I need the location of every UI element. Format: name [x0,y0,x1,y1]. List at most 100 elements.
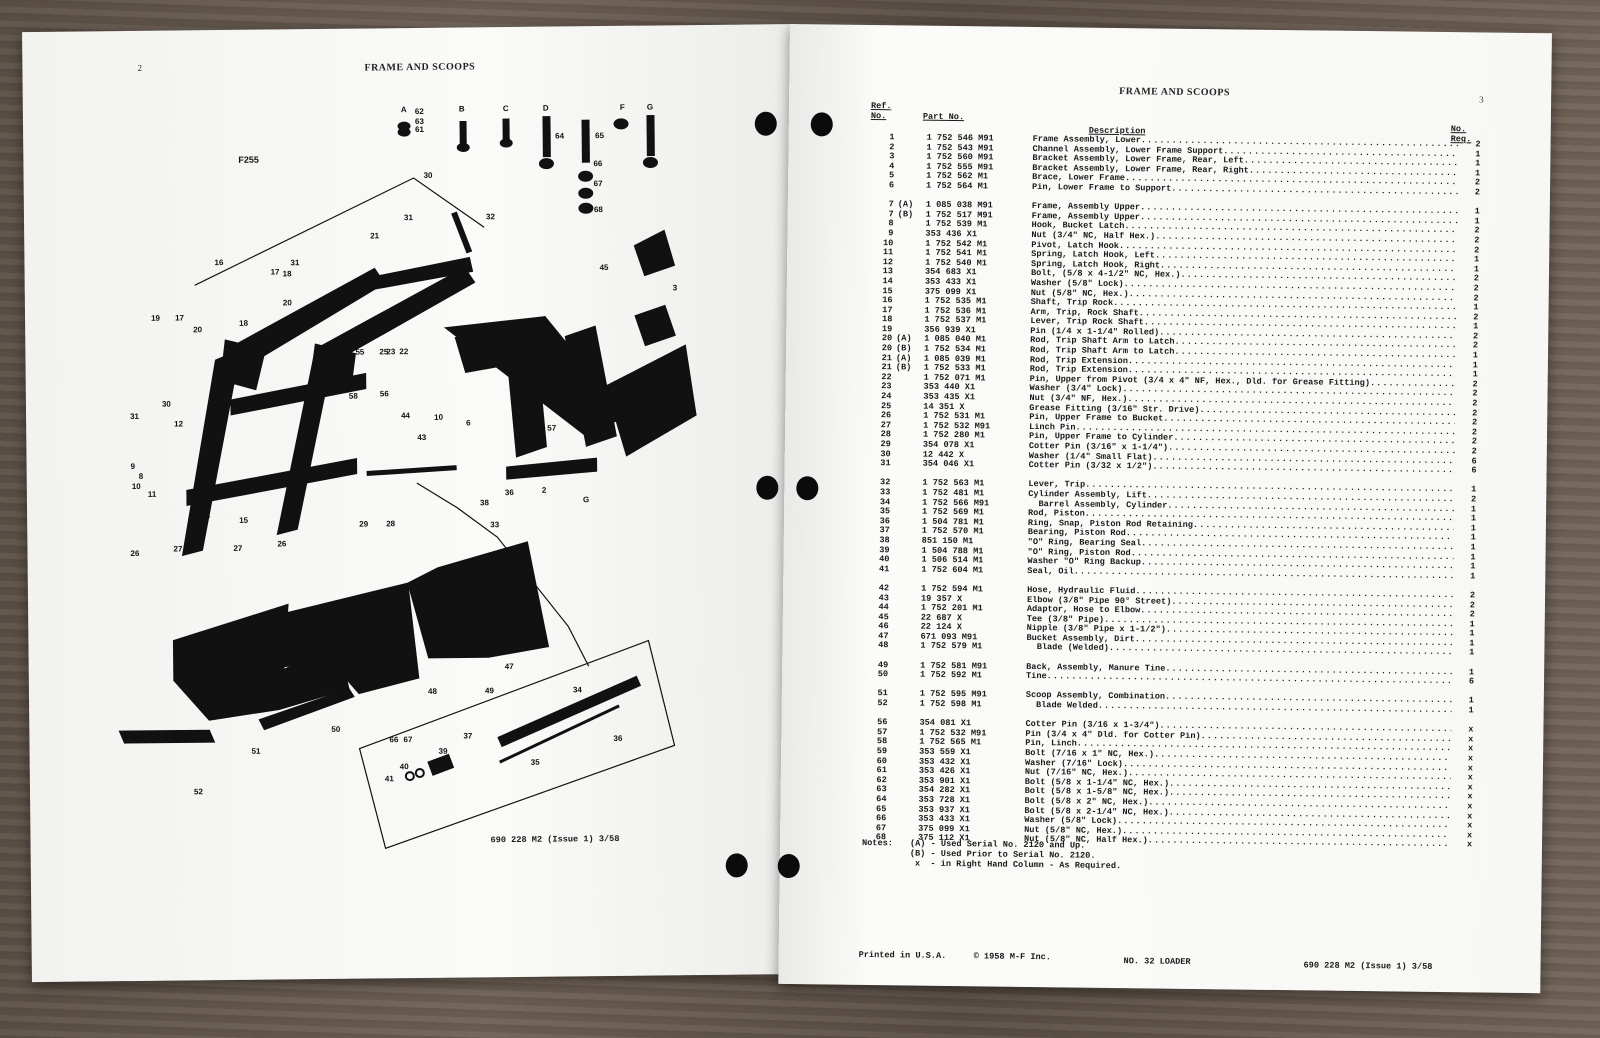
serial-variant [886,795,914,805]
qty-required: 6 [1468,676,1475,687]
serial-variant [887,766,915,776]
qty-required: 2 [1474,187,1481,198]
piston-rod [499,704,620,764]
binder-hole [810,112,833,137]
callout-label: 6 [466,418,471,427]
serial-variant [887,728,915,738]
callout-label: 32 [486,212,496,221]
callout-label: 34 [573,685,583,694]
callout-label: 48 [428,687,438,696]
part-no: 1 752 592 M1 [919,669,983,681]
serial-variant [888,642,916,652]
serial-variant [889,623,917,633]
part-no: 354 046 X1 [922,458,975,470]
serial-variant: (B) [895,362,912,373]
serial-variant [892,383,920,393]
part-no: 1 752 564 M1 [925,180,988,192]
serial-variant [886,805,914,815]
page-title: FRAME AND SCOOPS [1119,86,1231,99]
description: Linch Pin [1029,422,1076,433]
callout-label: 35 [531,758,541,767]
callout-label: 28 [386,519,396,528]
dirt-bucket [407,541,550,659]
callout-label: 21 [370,231,380,240]
callout-label: 31 [130,412,140,421]
description: Tine [1025,672,1047,682]
serial-variant [891,402,919,412]
callout-label: 1 [659,396,664,405]
ref-no: 6 [888,180,895,191]
callout-label: 40 [400,762,410,771]
callout-label: 45 [599,263,609,272]
serial-variant [890,546,918,556]
callout-label: 67 [594,179,604,188]
callout-label: 57 [547,424,557,433]
serial-variant [888,699,916,709]
cylinder-inset-box [358,639,676,850]
qty-required: 1 [1469,647,1475,658]
callout-label: 20 [193,325,203,334]
right-page-parts-list: FRAME AND SCOOPS 3 Ref. No. Part No. Des… [725,24,1552,994]
serial-variant [889,603,917,613]
description: Seal, Oil [1027,566,1074,577]
notes-label: Notes: [861,837,894,849]
callout-label: 26 [277,539,287,548]
callout-label: 39 [439,747,449,756]
hardware-group-label: C [503,104,509,113]
serial-variant [890,536,918,546]
hardware-group-label: G [647,103,653,112]
serial-variant [894,143,922,153]
callout-label: 43 [417,433,427,442]
callout-label: 8 [238,637,243,646]
serial-variant [887,757,915,767]
description: Blade Welded [1025,700,1098,711]
notes: Notes:(A) - Used Serial No. 2120 and Up.… [862,838,1122,871]
callout-label: 61 [415,125,425,134]
callout-label: 18 [239,319,249,328]
callout-label: 31 [404,213,414,222]
serial-variant [894,220,922,230]
bearing [427,753,455,776]
serial-variant [893,277,921,287]
callout-label: 15 [239,516,249,525]
callout-label: 10 [434,413,444,422]
callout-label: 62 [415,107,425,116]
serial-variant [893,258,921,268]
callout-label: 12 [174,419,184,428]
callout-label: 19 [151,314,161,323]
callout-label: 49 [485,686,495,695]
serial-variant [891,421,919,431]
serial-variant [891,411,919,421]
footer-code: 690 228 M2 (Issue 1) 3/58 [1303,960,1433,972]
footer-copyright: © 1958 M-F Inc. [973,951,1052,963]
callout-label: 10 [132,482,142,491]
callout-label: 38 [480,498,490,507]
description: Pin, Linch [1025,739,1077,749]
callout-label: 11 [148,490,157,499]
serial-variant [889,565,917,575]
serial-variant [886,814,914,824]
callout-label: 44 [401,411,411,420]
serial-variant [891,431,919,441]
serial-variant [890,507,918,517]
qty-required: 6 [1471,465,1477,476]
serial-variant [888,690,916,700]
callout-label: 37 [463,731,473,740]
callout-label: 67 [403,735,413,744]
serial-variant [893,296,921,306]
serial-variant [890,527,918,537]
serial-variant [893,229,921,239]
callout-label: 25 [379,347,389,356]
callout-label: 68 [594,205,604,214]
callout-label: 36 [613,734,623,743]
ref-no: 31 [880,458,891,469]
callout-label: 27 [173,544,183,553]
serial-variant [892,316,920,326]
serial-variant [886,824,914,834]
serial-variant [890,488,918,498]
callout-label: G [583,495,589,504]
serial-variant [887,786,915,796]
serial-variant [892,373,920,383]
part-no: 1 752 604 M1 [921,564,984,576]
